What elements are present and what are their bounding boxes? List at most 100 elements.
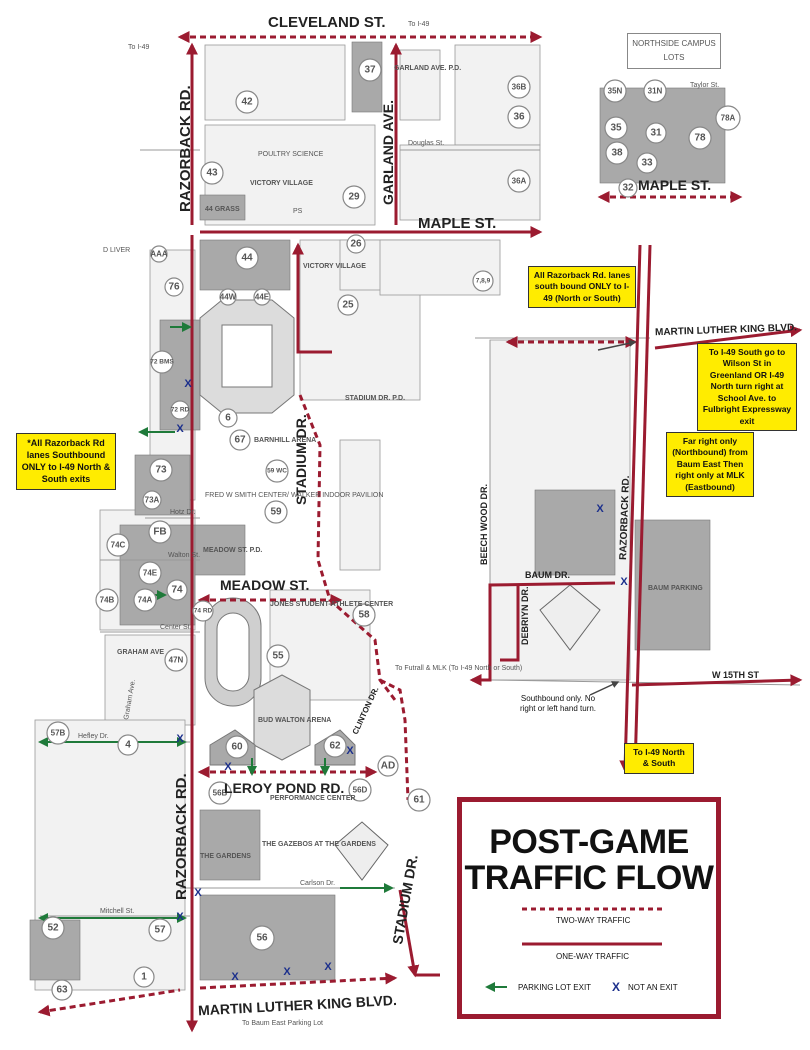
ps-label: PS: [293, 208, 303, 215]
lot-number: 38: [611, 148, 623, 159]
lot-marker: 56D: [348, 778, 372, 802]
lot-marker: 78: [688, 126, 712, 150]
lot-number: 32: [622, 183, 634, 194]
lot-circle: [348, 778, 372, 802]
lot-number: 72 RD: [171, 407, 190, 414]
lot-number: FB: [153, 527, 166, 538]
svg-text:X: X: [346, 745, 354, 757]
lot-marker: 78A: [715, 105, 741, 131]
lot-number: 60: [231, 742, 243, 753]
garland-ave-label: GARLAND AVE.: [380, 100, 396, 205]
lot-marker: 60: [225, 735, 249, 759]
lot-circle: [605, 141, 629, 165]
lot-marker: 74 RD: [192, 600, 214, 622]
lot-marker: 57: [148, 918, 172, 942]
lot-marker: 37: [358, 58, 382, 82]
lot-marker: 74C: [106, 533, 130, 557]
note-pointers: [589, 339, 637, 696]
lot-marker: 43: [200, 161, 224, 185]
lot-marker: 35N: [603, 79, 627, 103]
note-all-razorback-left: *All Razorback Rd lanes Southbound ONLY …: [16, 433, 116, 490]
lot-number: 44E: [255, 293, 270, 302]
note-to-i49-ns: To I-49 North & South: [624, 743, 694, 774]
svg-text:X: X: [620, 576, 628, 588]
lot-circle: [149, 458, 173, 482]
svg-text:X: X: [231, 971, 239, 983]
lot-circle: [507, 105, 531, 129]
performance-label: PERFORMANCE CENTER: [270, 795, 356, 802]
lot-marker: 56B: [208, 781, 232, 805]
two-way-roads: [37, 31, 743, 1017]
douglas-label: Douglas St.: [408, 140, 444, 147]
lot-circle: [200, 161, 224, 185]
lot-number: AD: [381, 761, 395, 772]
lot-number: 78: [694, 133, 706, 144]
meadow-st-label: MEADOW ST.: [220, 577, 309, 593]
bud-walton-label: BUD WALTON ARENA: [258, 717, 331, 724]
lot-number: 56B: [213, 789, 228, 798]
graham-ave-label: GRAHAM AVE: [117, 649, 164, 656]
lot-marker: 32: [618, 178, 638, 198]
lot-circle: [645, 122, 667, 144]
lot-circle: [218, 408, 238, 428]
lot-circle: [266, 644, 290, 668]
lot-marker: 36: [507, 105, 531, 129]
svg-text:X: X: [176, 423, 184, 435]
lot-circle: [106, 533, 130, 557]
lot-number: 74A: [138, 596, 153, 605]
lot-number: 58: [358, 610, 370, 621]
lot-marker: 52: [41, 916, 65, 940]
lot-number: 29: [348, 192, 360, 203]
leroy-pond-label: LEROY POND RD.: [224, 780, 344, 796]
lot-marker: 74E: [138, 561, 162, 585]
lot-marker: 35: [604, 116, 628, 140]
gazebos-label: THE GAZEBOS AT THE GARDENS: [262, 841, 376, 848]
lot-circle: [133, 588, 157, 612]
lot-circle: [643, 79, 667, 103]
lot-number: 1: [141, 972, 147, 983]
lot-number: 67: [234, 435, 246, 446]
lot-circle: [636, 152, 658, 174]
lot-number: 33: [641, 158, 653, 169]
lot-circle: [264, 500, 288, 524]
lot-marker: 29: [342, 185, 366, 209]
lot-number: 56: [256, 933, 268, 944]
lot-marker: 36B: [507, 75, 531, 99]
lot-number: 59 WC: [267, 468, 287, 475]
lot-marker: 63: [51, 979, 73, 1001]
lot-circle: [148, 520, 172, 544]
lot-circle: [164, 648, 188, 672]
lot-number: 4: [125, 740, 131, 751]
jones-label: JONES STUDENT-ATHLETE CENTER: [270, 601, 393, 608]
lot-circle: [377, 755, 399, 777]
northside-campus-lots-label: NORTHSIDE CAMPUS LOTS: [627, 33, 721, 69]
lot-circle: [225, 735, 249, 759]
lot-circle: [229, 429, 251, 451]
lot-circle: [265, 459, 289, 483]
lot-number: 57B: [51, 729, 66, 738]
meadow-pd-label: MEADOW ST. P.D.: [203, 547, 262, 554]
lot-marker: 44: [235, 246, 259, 270]
lot-marker: 36A: [507, 169, 531, 193]
lot-marker: 44W: [219, 288, 237, 306]
lot-marker: 26: [346, 234, 366, 254]
lot-number: 47N: [169, 656, 184, 665]
maple-st-north-label: MAPLE ST.: [638, 177, 711, 193]
futrall-label: To Futrall & MLK (To I-49 North or South…: [395, 665, 522, 672]
lot-number: 74E: [143, 569, 158, 578]
lot-number: 52: [47, 923, 59, 934]
lot-number: 74: [171, 585, 183, 596]
garland-pd-label: GARLAND AVE. P.D.: [394, 65, 461, 72]
lot-number: 74 RD: [194, 608, 213, 615]
note-all-razorback-south: All Razorback Rd. lanes south bound ONLY…: [528, 266, 636, 309]
lot-circle: [150, 350, 174, 374]
lot-circle: [192, 600, 214, 622]
lot-marker: 55: [266, 644, 290, 668]
football-stadium: [199, 299, 295, 414]
note-southbound-only: Southbound only. No right or left hand t…: [519, 694, 597, 714]
razorback-rd-top-label: RAZORBACK RD.: [177, 85, 194, 212]
lot-marker: 31: [645, 122, 667, 144]
beech-wood-label: BEECH WOOD DR.: [479, 484, 489, 565]
lot-number: 37: [364, 65, 376, 76]
